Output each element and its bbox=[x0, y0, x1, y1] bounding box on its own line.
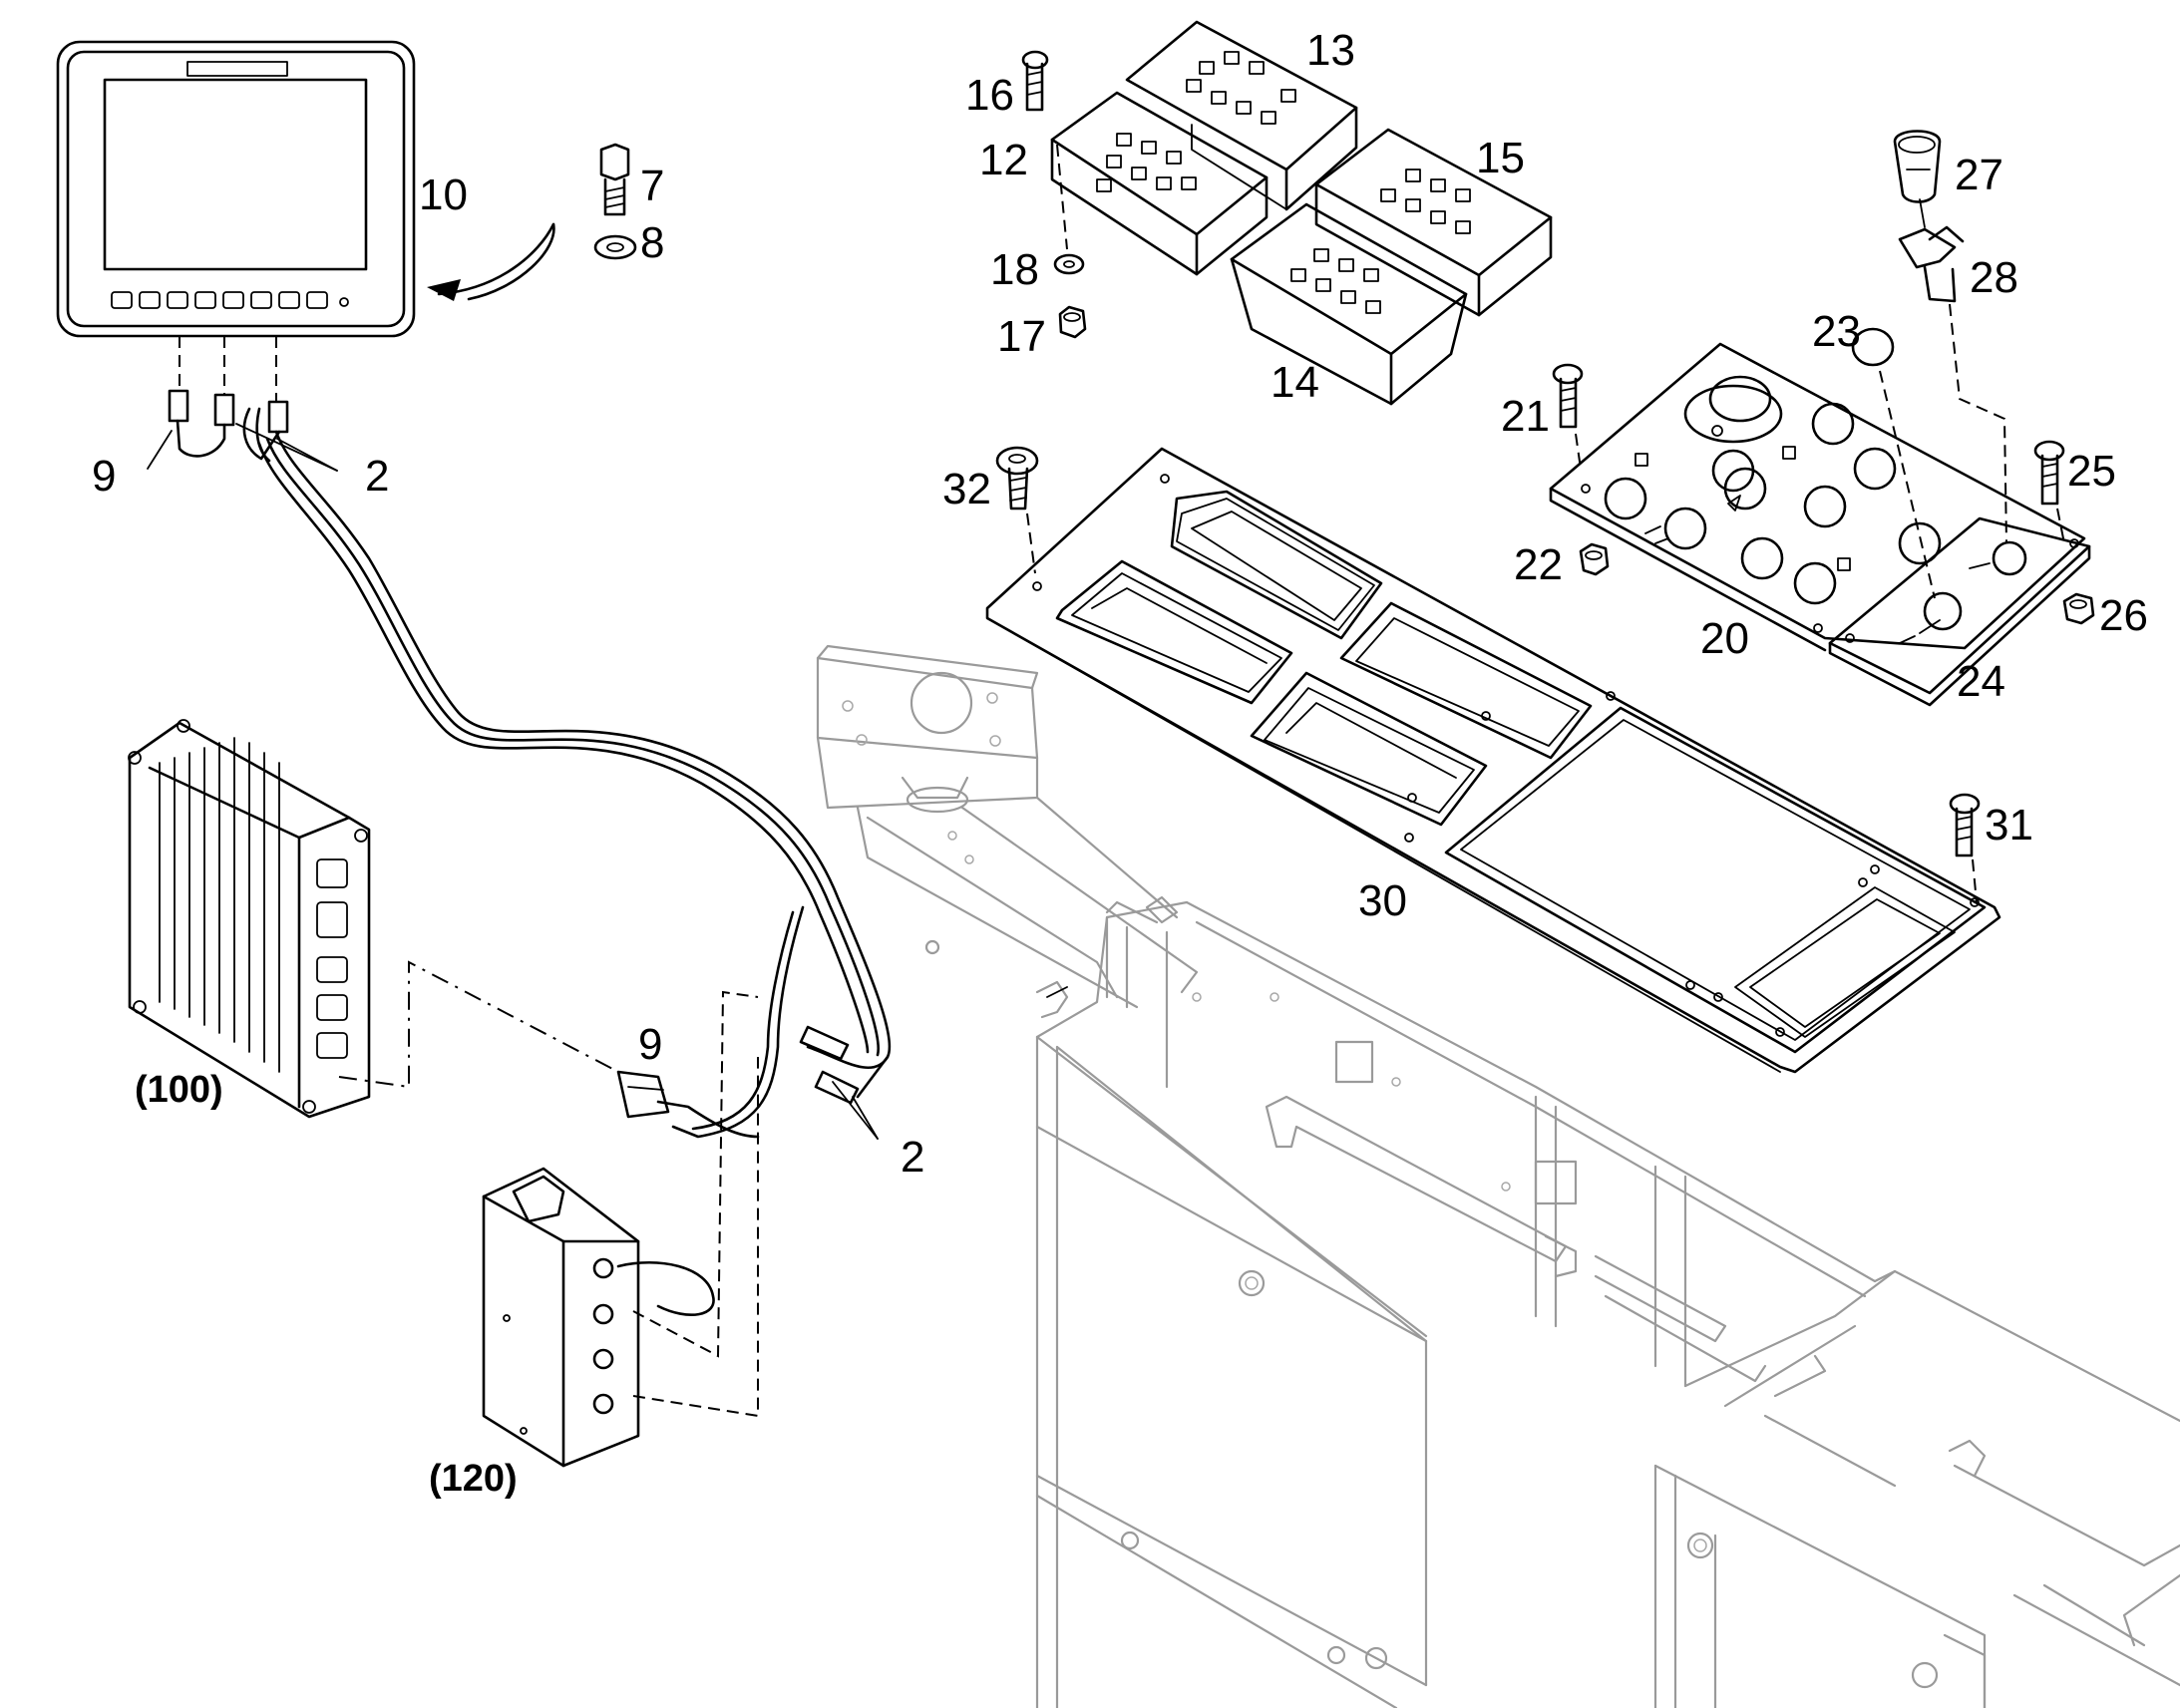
leader-lines bbox=[147, 423, 879, 1140]
switch-module-12 bbox=[1050, 91, 1269, 276]
callout-24: 24 bbox=[1957, 657, 2005, 706]
screw-16 bbox=[1021, 50, 1068, 250]
callout-labels: 2 2 7 8 9 9 10 12 13 14 15 16 17 18 20 2… bbox=[92, 26, 2148, 1500]
callout-12: 12 bbox=[979, 136, 1028, 184]
callout-8: 8 bbox=[640, 218, 664, 267]
callout-7: 7 bbox=[640, 162, 664, 210]
screw-25 bbox=[2033, 440, 2065, 544]
screw-21 bbox=[1552, 363, 1584, 470]
callout-14: 14 bbox=[1271, 358, 1319, 407]
cap-23 bbox=[1851, 327, 1936, 599]
callout-20: 20 bbox=[1700, 614, 1749, 663]
screw-31 bbox=[1949, 793, 1981, 903]
switch-plate-20 bbox=[1549, 342, 2086, 652]
screw-32 bbox=[995, 446, 1039, 574]
callout-25: 25 bbox=[2067, 447, 2116, 496]
junction-box-120 bbox=[482, 990, 759, 1468]
callout-28: 28 bbox=[1970, 253, 2018, 302]
callout-21: 21 bbox=[1501, 392, 1550, 441]
callout-26: 26 bbox=[2099, 591, 2148, 640]
nut-26 bbox=[2062, 592, 2095, 625]
frame-panel-30 bbox=[985, 447, 2001, 1074]
display-monitor-10 bbox=[56, 40, 416, 402]
callout-9-bottom: 9 bbox=[638, 1020, 662, 1069]
nut-22 bbox=[1579, 542, 1610, 576]
callout-9-top: 9 bbox=[92, 452, 116, 501]
callout-120: (120) bbox=[429, 1458, 518, 1500]
callout-17: 17 bbox=[997, 312, 1046, 361]
callout-18: 18 bbox=[990, 245, 1039, 294]
callout-100: (100) bbox=[135, 1069, 223, 1111]
callout-15: 15 bbox=[1476, 134, 1525, 182]
callout-2-top: 2 bbox=[365, 452, 389, 501]
callout-27: 27 bbox=[1955, 151, 2003, 199]
key-switch-28 bbox=[1898, 198, 2007, 544]
arrow-head-icon bbox=[427, 279, 461, 301]
callout-10: 10 bbox=[419, 171, 468, 219]
monitor-softkeys bbox=[111, 291, 349, 309]
cable-harness-2 bbox=[168, 389, 892, 1139]
knob-27 bbox=[1893, 130, 1942, 203]
switch-plate-24 bbox=[1828, 516, 2091, 707]
callout-22: 22 bbox=[1514, 540, 1563, 589]
callout-2-bottom: 2 bbox=[901, 1133, 924, 1182]
install-arrow bbox=[437, 222, 555, 296]
nut-17 bbox=[1058, 305, 1087, 339]
connector-9 bbox=[616, 1070, 760, 1139]
callout-31: 31 bbox=[1985, 801, 2033, 850]
bolt-7 bbox=[599, 143, 630, 216]
callout-23: 23 bbox=[1812, 307, 1861, 356]
washer-18 bbox=[1053, 253, 1085, 275]
console-frame bbox=[1035, 900, 2180, 1708]
switch-module-13 bbox=[1125, 20, 1358, 211]
callout-13: 13 bbox=[1306, 26, 1355, 75]
callout-32: 32 bbox=[942, 465, 991, 513]
mounting-bracket bbox=[816, 644, 1199, 1019]
switch-module-14 bbox=[1230, 202, 1468, 406]
callout-30: 30 bbox=[1358, 876, 1407, 925]
washer-8 bbox=[593, 234, 637, 260]
controller-100 bbox=[128, 719, 619, 1119]
callout-16: 16 bbox=[965, 71, 1014, 120]
